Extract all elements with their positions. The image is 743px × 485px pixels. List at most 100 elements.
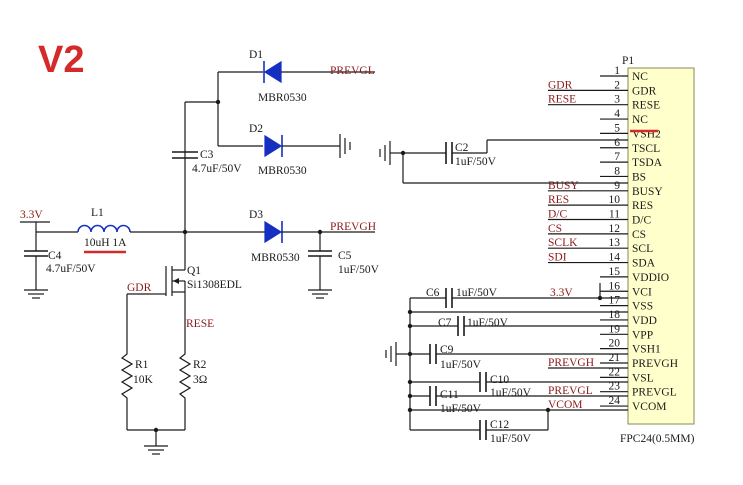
svg-text:1uF/50V: 1uF/50V (490, 433, 532, 445)
net-label: RESE (548, 94, 576, 106)
pin-name: RES (632, 200, 653, 212)
ground-symbol (385, 342, 397, 366)
svg-text:Si1308EDL: Si1308EDL (187, 279, 242, 291)
svg-text:C12: C12 (490, 419, 509, 431)
svg-text:C7: C7 (438, 317, 452, 329)
net-label: BUSY (548, 180, 579, 192)
pin-number: 19 (609, 323, 621, 335)
pin-number: 5 (614, 122, 620, 134)
pin-name: BS (632, 171, 646, 183)
pin-name: VPP (632, 329, 653, 341)
pin-number: 8 (614, 165, 620, 177)
svg-text:1uF/50V: 1uF/50V (338, 264, 380, 276)
svg-text:C4: C4 (48, 250, 62, 262)
svg-text:L1: L1 (91, 207, 104, 219)
svg-text:MBR0530: MBR0530 (258, 92, 307, 104)
svg-text:C6: C6 (426, 287, 440, 299)
resistor-r2: R2 3Ω (178, 350, 207, 430)
net-label: D/C (548, 209, 568, 221)
svg-text:1uF/50V: 1uF/50V (440, 403, 482, 415)
capacitor-c2: C2 1uF/50V (379, 139, 628, 184)
svg-text:C11: C11 (440, 389, 459, 401)
pin-number: 24 (609, 395, 621, 407)
pin-number: 4 (614, 108, 620, 120)
svg-text:R2: R2 (193, 359, 207, 371)
svg-text:4.7uF/50V: 4.7uF/50V (192, 163, 242, 175)
pin-name: VSH1 (632, 344, 661, 356)
svg-text:3.3V: 3.3V (550, 287, 573, 299)
pin-number: 16 (609, 280, 621, 292)
svg-text:C3: C3 (200, 149, 214, 161)
svg-text:1uF/50V: 1uF/50V (490, 387, 532, 399)
pin-name: GDR (632, 85, 657, 97)
capacitor-c3: C3 4.7uF/50V (172, 149, 242, 175)
svg-text:10uH 1A: 10uH 1A (84, 237, 127, 249)
svg-text:C5: C5 (338, 250, 352, 262)
svg-text:D2: D2 (249, 123, 263, 135)
pin-name: VCI (632, 286, 652, 298)
version-label: V2 (38, 39, 84, 81)
svg-text:VCOM: VCOM (548, 399, 583, 411)
svg-text:GDR: GDR (127, 282, 152, 294)
capacitor-c11: C11 1uF/50V PREVGL (410, 385, 628, 415)
pin-number: 20 (609, 338, 621, 350)
pin-name: VSL (632, 372, 654, 384)
svg-text:C9: C9 (440, 344, 454, 356)
supply-net-label: 3.3V (20, 209, 43, 221)
capacitor-c9: C9 1uF/50V (410, 344, 628, 371)
diode-d1: D1 MBR0530 PREVGL (249, 49, 375, 104)
svg-text:C10: C10 (490, 374, 509, 386)
pin-number: 7 (614, 151, 620, 163)
pin-number: 1 (614, 65, 620, 77)
ground-symbol (339, 134, 351, 158)
pin-name: TSCL (632, 143, 660, 155)
connector-wiring: C2 1uF/50V 3.3V (379, 139, 628, 445)
pin-name: TSDA (632, 157, 663, 169)
pin-number: 23 (609, 381, 621, 393)
net-label: CS (548, 223, 562, 235)
svg-text:FPC24(0.5MM): FPC24(0.5MM) (620, 433, 695, 445)
pin-name: CS (632, 229, 646, 241)
pin-name: RESE (632, 100, 660, 112)
capacitor-c4: C4 4.7uF/50V (24, 232, 96, 299)
svg-text:PREVGH: PREVGH (330, 221, 376, 233)
svg-text:3Ω: 3Ω (193, 374, 207, 386)
ground-symbol (379, 141, 391, 165)
pin-number: 22 (609, 366, 621, 378)
pin-name: VDDIO (632, 272, 669, 284)
svg-text:PREVGH: PREVGH (548, 357, 594, 369)
svg-text:RESE: RESE (186, 318, 214, 330)
pin-name: PREVGL (632, 387, 677, 399)
pin-number: 12 (609, 223, 621, 235)
svg-text:1uF/50V: 1uF/50V (440, 359, 482, 371)
pin-name: VDD (632, 315, 657, 327)
pin-number: 13 (609, 237, 621, 249)
svg-text:MBR0530: MBR0530 (258, 165, 307, 177)
pin-number: 10 (609, 194, 621, 206)
capacitor-c6: C6 1uF/50V (410, 287, 628, 308)
pin-number: 6 (614, 137, 620, 149)
svg-text:P1: P1 (622, 55, 634, 67)
pin-number: 11 (609, 209, 620, 221)
pin-number: 3 (614, 94, 620, 106)
net-label: SCLK (548, 237, 578, 249)
svg-text:10K: 10K (133, 374, 154, 386)
pin-name: VCOM (632, 401, 667, 413)
pin-name: NC (632, 71, 648, 83)
svg-text:D1: D1 (249, 49, 263, 61)
svg-text:PREVGL: PREVGL (548, 385, 593, 397)
pin-name: SDA (632, 258, 656, 270)
pin-name: SCL (632, 243, 653, 255)
pin-name: NC (632, 114, 648, 126)
capacitor-c7: C7 1uF/50V (410, 316, 628, 336)
diode-d2: D2 MBR0530 (249, 123, 351, 177)
pin-number: 15 (609, 266, 621, 278)
pin-name: VSS (632, 301, 653, 313)
net-label: GDR (548, 79, 573, 91)
transistor-q1: Q1 Si1308EDL GDR RESE (126, 264, 242, 350)
net-label: SDI (548, 252, 567, 264)
pin-name: D/C (632, 215, 652, 227)
svg-text:1uF/50V: 1uF/50V (456, 287, 498, 299)
